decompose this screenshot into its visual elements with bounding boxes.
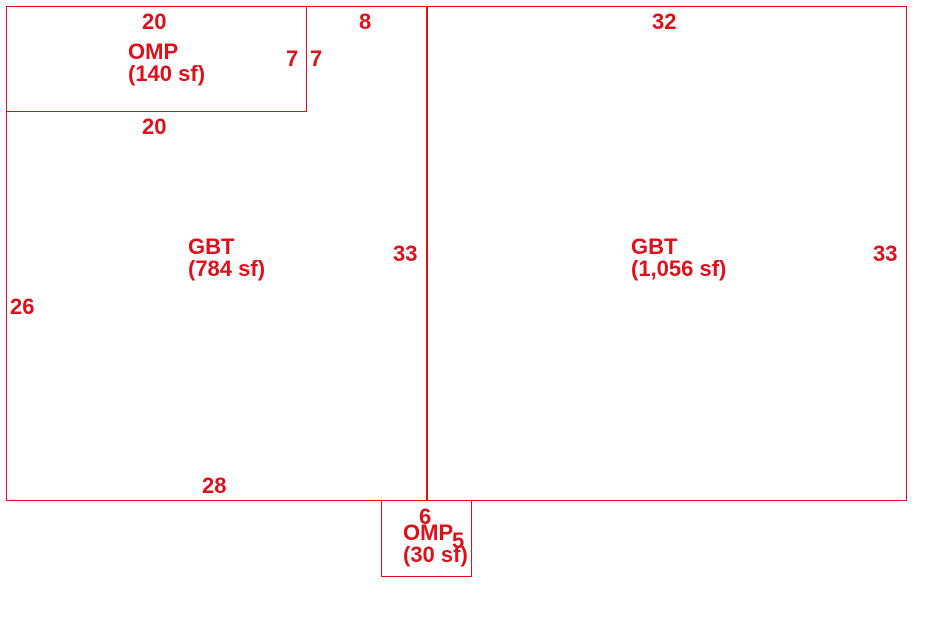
dim-omp-top-top: 20 xyxy=(142,9,167,34)
dim-gbt-left-side: 26 xyxy=(10,294,35,319)
dim-omp-bottom-top: 6 xyxy=(419,504,432,529)
dim-omp-bottom-side: 5 xyxy=(452,528,465,553)
omp-bottom-name: OMP xyxy=(403,520,454,545)
dim-gbt-right-top: 32 xyxy=(652,9,677,34)
dim-gbt-left-bottom: 28 xyxy=(202,473,227,498)
dim-gbt-right-side: 33 xyxy=(873,241,898,266)
omp-bottom-area: (30 sf) xyxy=(403,542,468,567)
omp-bottom-outline xyxy=(381,500,472,577)
gbt-right-label: GBT (1,056 sf) xyxy=(631,236,726,280)
gbt-right-area: (1,056 sf) xyxy=(631,256,727,281)
gbt-left-name: GBT xyxy=(188,234,235,259)
dim-omp-top-side-a: 7 xyxy=(286,46,299,71)
gbt-right-name: GBT xyxy=(631,234,678,259)
dim-omp-top-bottom: 20 xyxy=(142,114,167,139)
dim-gbt-left-top: 8 xyxy=(359,9,372,34)
dim-gbt-left-middle: 33 xyxy=(393,241,418,266)
omp-bottom-label: OMP (30 sf) xyxy=(403,522,468,566)
omp-top-outline xyxy=(6,6,307,112)
omp-top-label: OMP (140 sf) xyxy=(128,41,205,85)
gbt-right-outline xyxy=(426,6,907,501)
omp-top-area: (140 sf) xyxy=(128,61,206,86)
gbt-left-area: (784 sf) xyxy=(188,256,266,281)
omp-top-name: OMP xyxy=(128,39,179,64)
gbt-left-label: GBT (784 sf) xyxy=(188,236,265,280)
dim-omp-top-side-b: 7 xyxy=(310,46,323,71)
